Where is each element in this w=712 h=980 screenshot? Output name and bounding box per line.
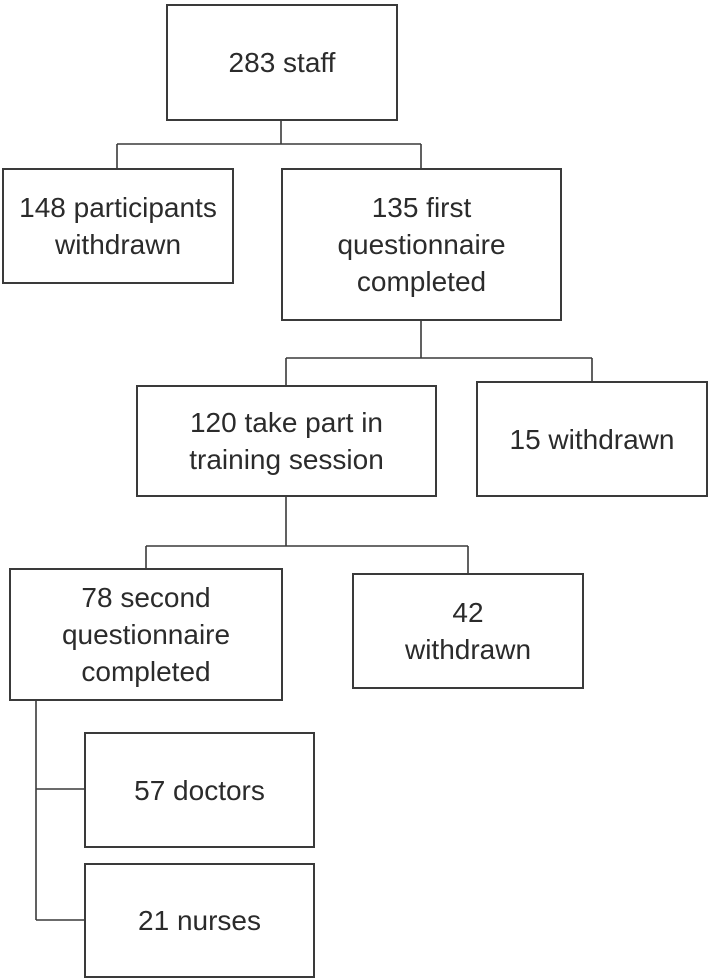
node-staff: 283 staff [166, 4, 398, 121]
node-training-session: 120 take part in training session [136, 385, 437, 497]
node-nurses: 21 nurses [84, 863, 315, 978]
node-withdrawn-after-first-label: 15 withdrawn [509, 423, 675, 455]
node-staff-label: 283 staff [228, 47, 336, 78]
node-withdrawn-after-training-label: 42 withdrawn [404, 597, 532, 665]
node-withdrawn-after-first: 15 withdrawn [476, 381, 708, 497]
node-second-questionnaire: 78 second questionnaire completed [9, 568, 283, 701]
node-doctors: 57 doctors [84, 732, 315, 848]
node-training-session-label: 120 take part in training session [189, 407, 384, 475]
connector-first-questionnaire-split [285, 321, 593, 385]
connector-staff-split [116, 121, 422, 168]
node-first-questionnaire: 135 first questionnaire completed [281, 168, 562, 321]
node-withdrawn-after-training: 42 withdrawn [352, 573, 584, 689]
node-first-questionnaire-label: 135 first questionnaire completed [337, 192, 506, 297]
connector-training-split [145, 497, 469, 573]
node-withdrawn-initial-label: 148 participants withdrawn [19, 192, 217, 260]
node-withdrawn-initial: 148 participants withdrawn [2, 168, 234, 284]
node-nurses-label: 21 nurses [138, 905, 261, 936]
connector-second-questionnaire-branch [35, 701, 84, 921]
node-second-questionnaire-label: 78 second questionnaire completed [61, 582, 231, 687]
node-doctors-label: 57 doctors [134, 774, 265, 806]
